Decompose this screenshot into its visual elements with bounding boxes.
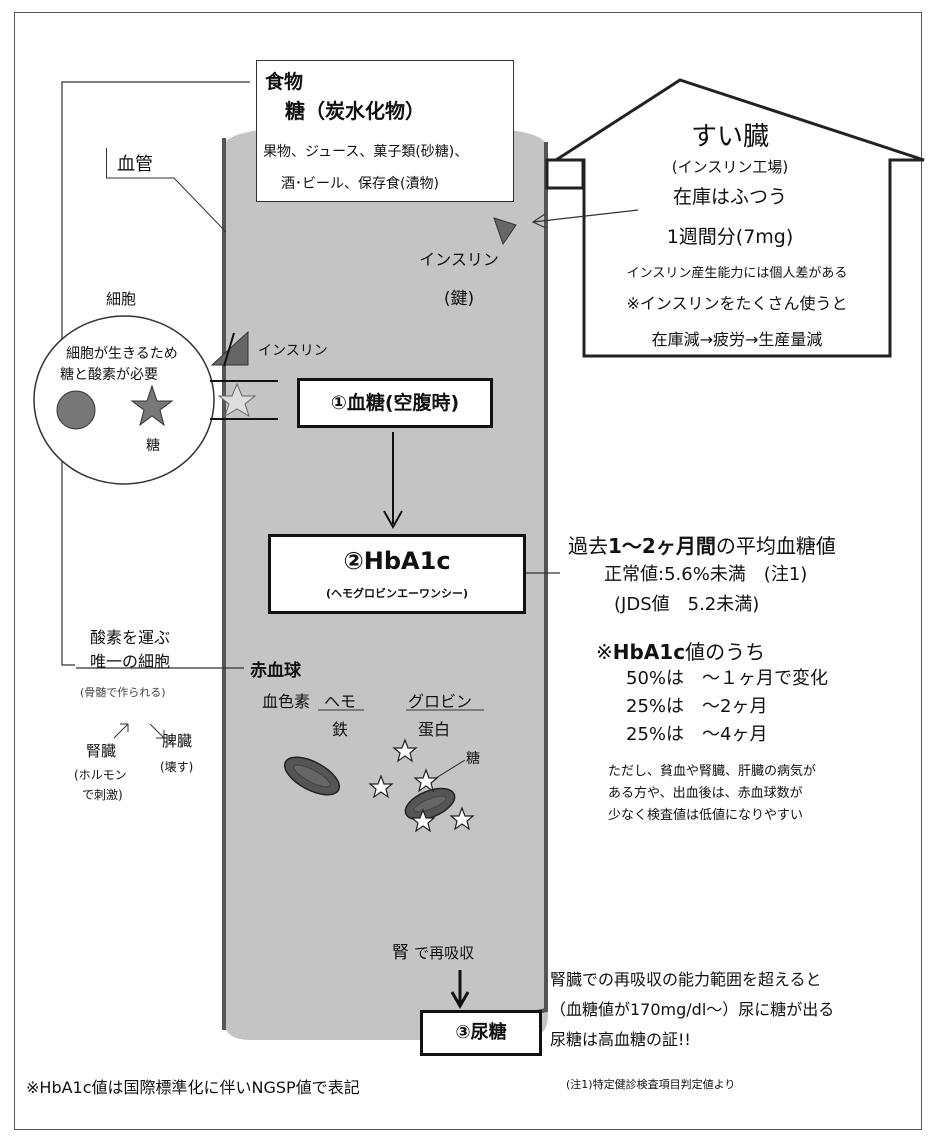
- insulin-triangle: [493, 217, 517, 246]
- glycated-rbc-inner: [413, 795, 447, 813]
- rbc-protein: 蛋白: [418, 720, 451, 739]
- rbc-spleen: 脾臓: [162, 732, 193, 750]
- rbc-title: 赤血球: [250, 661, 301, 681]
- reabsorb-text: で再吸収: [414, 944, 475, 962]
- cell-sugar-label: 糖: [146, 438, 160, 454]
- breakdown-row-1: 50%は 〜１ヶ月で変化: [626, 668, 829, 689]
- reabsorb-kidney: 腎: [392, 943, 409, 963]
- rbc-carrier-1: 酸素を運ぶ: [90, 628, 171, 647]
- rbc-kidney: 腎臓: [86, 742, 117, 760]
- vessel-label: 血管: [106, 148, 163, 178]
- rbc-carrier-2: 唯一の細胞: [90, 652, 171, 671]
- entering-sugar-star: [217, 382, 257, 418]
- pancreas-note-3: 在庫減→疲労→生産量減: [651, 330, 823, 349]
- hba1c-info-line-2: 正常値:5.6%未満 (注1): [604, 564, 808, 585]
- breakdown-mark: ※: [596, 640, 613, 664]
- footer-right-note: (注1)特定健診検査項目判定値より: [566, 1078, 736, 1091]
- sugar-star: [392, 738, 418, 763]
- breakdown-suffix: 値のうち: [685, 640, 766, 664]
- rbc-iron: 鉄: [332, 720, 349, 739]
- hba1c-breakdown-head: ※HbA1c値のうち: [596, 636, 765, 665]
- blood-sugar-box: ①血糖(空腹時): [297, 378, 493, 428]
- food-box: 食物 糖（炭水化物） 果物、ジュース、菓子類(砂糖)、 酒･ビール、保存食(漬物…: [256, 60, 514, 202]
- food-title: 食物: [265, 71, 304, 93]
- caveat-line-3: 少なく検査値は低値になりやすい: [608, 808, 804, 823]
- rbc-marrow: (骨髄で作られる): [80, 686, 166, 699]
- breakdown-row-3: 25%は 〜4ヶ月: [626, 724, 768, 745]
- urine-info-line-3: 尿糖は高血糖の証!!: [550, 1030, 691, 1049]
- pancreas-note-1: インスリン産生能力には個人差がある: [626, 266, 848, 281]
- rbc-hemo: ヘモ: [324, 692, 357, 711]
- insulin-arrowhead: [531, 213, 547, 229]
- cell-text-2: 糖と酸素が必要: [60, 367, 158, 383]
- rbc-sugar-label: 糖: [466, 751, 480, 767]
- sugar-leader: [435, 759, 466, 779]
- pancreas-door-rect: [545, 158, 585, 190]
- sugar-star: [413, 768, 439, 793]
- sugar-stars: [368, 738, 475, 833]
- vessel-leader: [106, 177, 227, 233]
- insulin-key-line-2: (鍵): [443, 289, 475, 309]
- insulin-key-line-1: インスリン: [419, 250, 499, 269]
- rbc-globin: グロビン: [408, 692, 473, 711]
- reabsorb-label: 腎 で再吸収: [392, 938, 474, 963]
- sugar-star: [449, 806, 475, 831]
- kidney-arrow-line: [113, 723, 129, 739]
- insulin-stem: [223, 332, 235, 367]
- hba1c-subtitle: (ヘモグロビンエーワンシー): [325, 587, 469, 600]
- insulin-arrow-line: [532, 209, 639, 223]
- pancreas-note-2: ※インスリンをたくさん使うと: [626, 294, 848, 313]
- hba1c-title: ②HbA1c: [343, 547, 451, 575]
- urine-info-line-1: 腎臓での再吸収の能力範囲を超えると: [550, 970, 822, 989]
- rbc-spleen-note: (壊す): [160, 760, 194, 774]
- sugar-star: [410, 808, 436, 833]
- urine-arrowhead: [450, 991, 470, 1010]
- hba1c-box: ②HbA1c (ヘモグロビンエーワンシー): [268, 534, 526, 614]
- rbc-kidney-note-1: (ホルモン: [74, 768, 127, 782]
- breakdown-hba1c: HbA1c: [612, 640, 686, 664]
- food-line-1: 果物、ジュース、菓子類(砂糖)、: [263, 144, 469, 160]
- spleen-arrowhead: [156, 730, 165, 739]
- pancreas-subtitle: (インスリン工場): [671, 158, 789, 176]
- sugar-star: [368, 774, 394, 799]
- hba1c-info-period: 1〜2ヶ月間: [608, 534, 716, 558]
- food-subtitle: 糖（炭水化物）: [285, 99, 425, 123]
- spleen-arrow-line: [149, 723, 165, 739]
- kidney-arrowhead: [120, 723, 129, 732]
- cell-label: 細胞: [106, 290, 137, 308]
- hba1c-info-line-1: 過去1〜2ヶ月間の平均血糖値: [568, 530, 836, 559]
- hba1c-info-suffix: の平均血糖値: [715, 534, 836, 558]
- cell-insulin-label: インスリン: [258, 343, 328, 359]
- flow-arrowhead: [383, 510, 403, 530]
- diagram-frame: [14, 12, 922, 1130]
- cell-ellipse: [33, 315, 215, 485]
- cell-text-1: 細胞が生きるため: [66, 346, 178, 362]
- hba1c-info-line-3: (JDS値 5.2未満): [614, 594, 760, 615]
- hba1c-info-prefix: 過去: [568, 534, 608, 558]
- caveat-line-2: ある方や、出血後は、赤血球数が: [608, 786, 803, 801]
- rbc-pigment: 血色素: [262, 692, 311, 711]
- breakdown-row-2: 25%は 〜2ヶ月: [626, 696, 768, 717]
- food-line-2: 酒･ビール、保存食(漬物): [281, 176, 439, 192]
- cell-circle: [56, 390, 96, 430]
- urine-sugar-box: ③尿糖: [420, 1010, 542, 1056]
- cell-sugar-star: [130, 384, 174, 427]
- urine-info-line-2: （血糖値が170mg/dl〜）尿に糖が出る: [550, 1000, 835, 1019]
- pancreas-title: すい臓: [690, 122, 769, 152]
- footer-left-note: ※HbA1c値は国際標準化に伴いNGSP値で表記: [26, 1078, 360, 1097]
- rbc-kidney-note-2: で刺激): [82, 788, 123, 802]
- pancreas-stock: 在庫はふつう: [672, 186, 787, 208]
- pancreas-house: [550, 78, 925, 358]
- caveat-line-1: ただし、貧血や腎臓、肝臓の病気が: [608, 764, 817, 779]
- red-blood-cell-inner: [293, 764, 331, 788]
- pancreas-amount: 1週間分(7mg): [666, 226, 794, 248]
